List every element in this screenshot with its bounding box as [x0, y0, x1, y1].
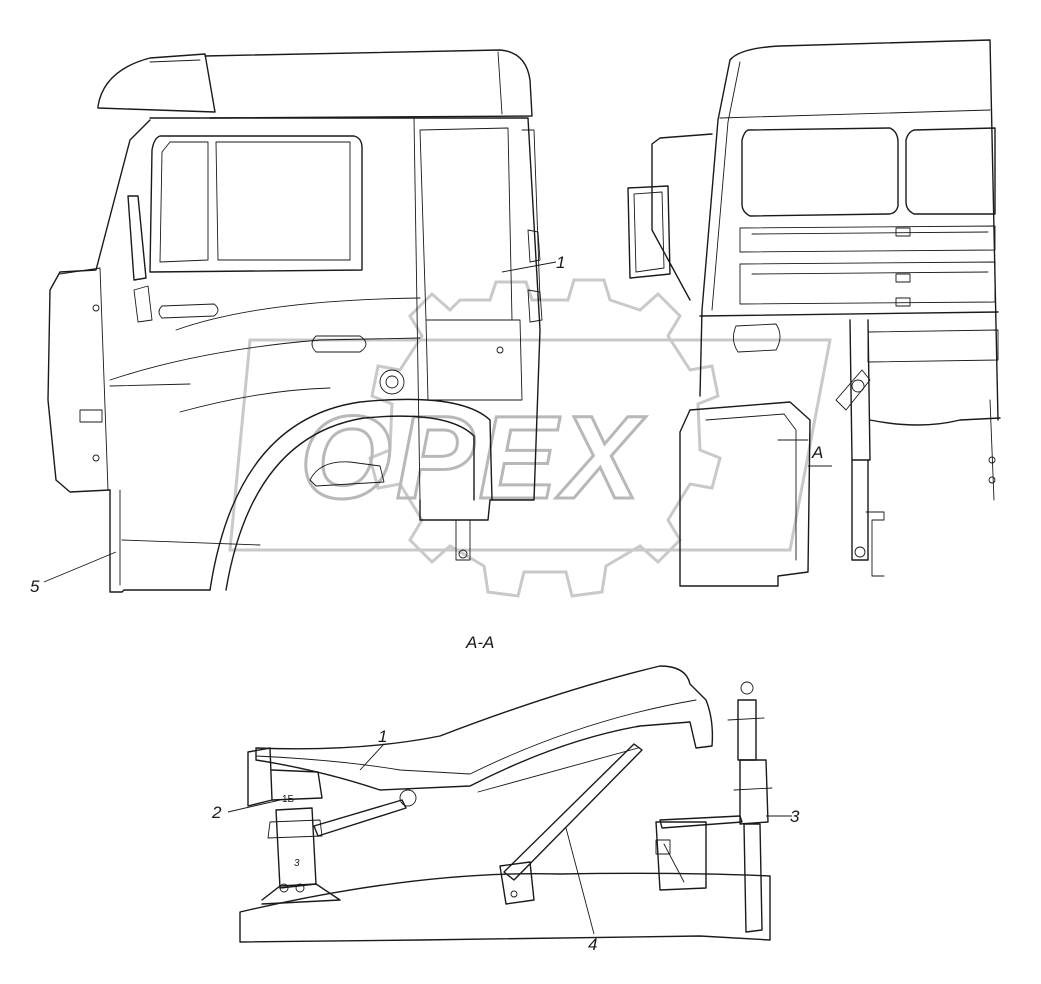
callout-top-1: 1 — [501, 253, 565, 273]
callout-bot-2: 2 — [211, 799, 281, 822]
cab-rear-view — [627, 39, 1001, 587]
watermark: OPEX — [228, 278, 832, 598]
callout-label: 2 — [211, 803, 222, 822]
cab-side-view — [47, 49, 543, 593]
watermark-text: OPEX — [300, 392, 646, 524]
mark-3: 3 — [294, 858, 300, 869]
watermark-ring — [228, 338, 832, 552]
callout-bot-1: 1 — [359, 727, 387, 771]
callout-label: 1 — [556, 253, 565, 272]
watermark-gear — [368, 278, 722, 598]
section-a-a-view: 1Б 3 — [239, 665, 773, 943]
section-label: A-A — [465, 633, 494, 652]
view-marker-a: A — [811, 443, 823, 462]
callout-bot-4: 4 — [565, 827, 597, 954]
callout-label: 5 — [30, 577, 40, 596]
callout-label: 1 — [378, 727, 387, 746]
callout-label: 4 — [588, 935, 597, 954]
mark-1b: 1Б — [282, 794, 295, 805]
callout-label: 3 — [790, 807, 800, 826]
callout-top-5: 5 — [30, 551, 117, 596]
callout-bot-3: 3 — [766, 807, 800, 826]
